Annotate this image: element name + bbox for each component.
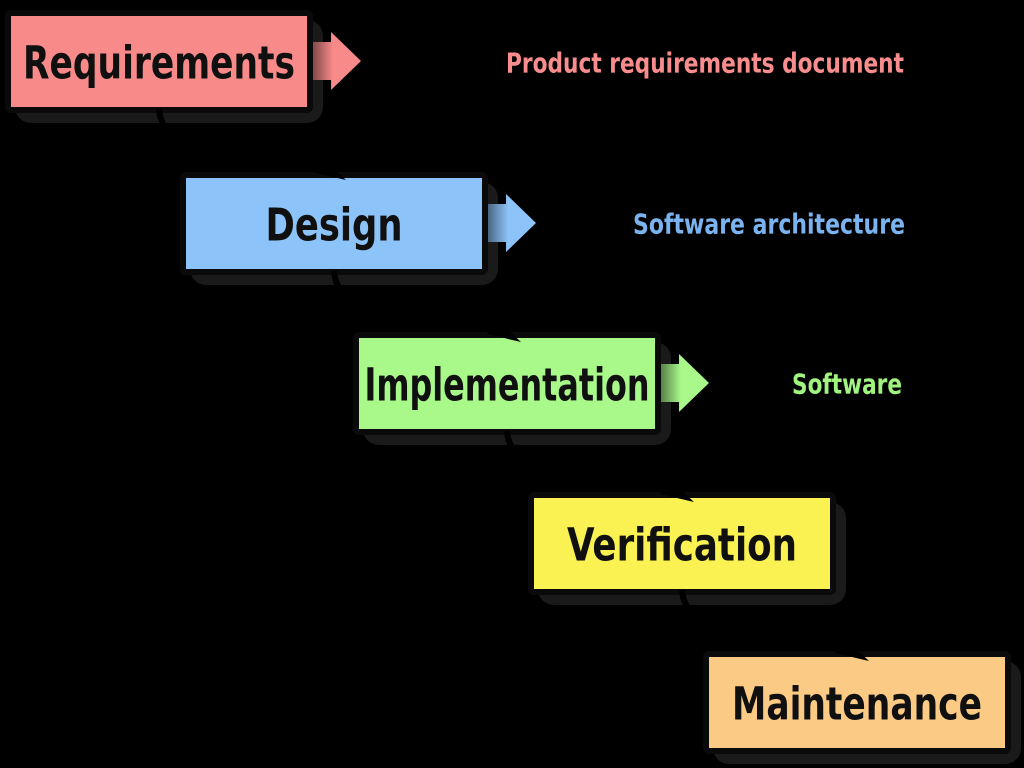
output-arrow-requirements [310, 32, 361, 90]
stage-title-verification: Verification [567, 519, 797, 572]
flow-curve-2 [331, 270, 492, 330]
output-arrow-design [485, 194, 536, 252]
output-arrow-design-shade [485, 194, 536, 252]
stage-title-maintenance: Maintenance [732, 678, 982, 731]
stage-title-requirements: Requirements [23, 37, 295, 90]
artifact-label-design: Software architecture [633, 208, 905, 241]
output-arrow-requirements-shade [310, 32, 361, 90]
stage-title-design: Design [266, 199, 403, 252]
flow-arrowhead-2 [487, 318, 521, 342]
flow-arrowhead-1 [312, 156, 346, 180]
artifact-label-implementation: Software [792, 368, 902, 401]
flow-connector-3 [504, 430, 694, 502]
flow-connector-1 [156, 108, 346, 180]
output-arrow-implementation [658, 354, 709, 412]
flow-curve-3 [504, 430, 665, 490]
flow-curve-4 [679, 589, 840, 649]
flow-curve-1 [156, 108, 317, 168]
stage-title-implementation: Implementation [365, 359, 650, 412]
flow-arrowhead-4 [835, 637, 869, 661]
flow-arrowhead-3 [660, 478, 694, 502]
flow-connector-4 [679, 589, 869, 661]
artifact-label-requirements: Product requirements document [506, 47, 904, 80]
flow-connector-2 [331, 270, 521, 342]
output-arrow-implementation-shade [658, 354, 709, 412]
